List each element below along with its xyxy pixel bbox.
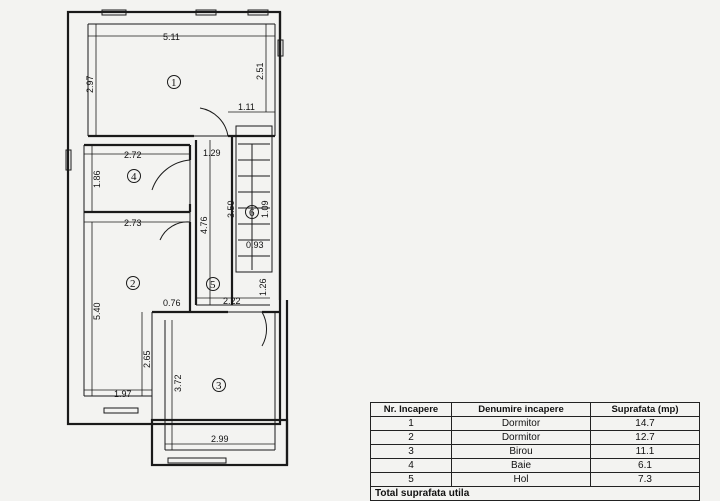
- header-name: Denumire incapere: [451, 402, 591, 417]
- door-room2: [159, 212, 191, 241]
- stair-well: [235, 125, 273, 273]
- dim-186: 1.86: [92, 170, 102, 188]
- window-left: [65, 149, 72, 171]
- cell-nr: 1: [370, 416, 452, 431]
- cell-area: 14.7: [590, 416, 700, 431]
- table-row: 5 Hol 7.3: [370, 472, 700, 487]
- room-4-circle: [127, 169, 141, 183]
- room-1-circle: [167, 75, 181, 89]
- header-area: Suprafata (mp): [590, 402, 700, 417]
- dim-076: 0.76: [163, 298, 181, 308]
- dim-222: 2.22: [223, 296, 241, 306]
- room-label-1: 1: [171, 77, 177, 89]
- dim-476: 4.76: [199, 216, 209, 234]
- cell-nr: 5: [370, 472, 452, 487]
- room-label-6: 6: [249, 207, 255, 219]
- dim-111: 1.11: [238, 102, 255, 112]
- cell-name: Dormitor: [451, 416, 591, 431]
- total-label: Total suprafata utila: [370, 486, 700, 501]
- cell-nr: 2: [370, 430, 452, 445]
- room-label-5: 5: [210, 279, 216, 291]
- dim-511: 5.11: [163, 32, 180, 42]
- dim-273: 2.73: [124, 218, 142, 228]
- table-row: 4 Baie 6.1: [370, 458, 700, 473]
- cell-name: Hol: [451, 472, 591, 487]
- table-row: 2 Dormitor 12.7: [370, 430, 700, 445]
- door-room4: [151, 159, 191, 204]
- dim-129: 1.29: [203, 148, 221, 158]
- dim-109: 1.09: [260, 200, 270, 218]
- room-label-4: 4: [131, 171, 137, 183]
- room-3-circle: [212, 378, 226, 392]
- room-label-2: 2: [130, 278, 136, 290]
- cell-nr: 3: [370, 444, 452, 459]
- cell-area: 12.7: [590, 430, 700, 445]
- table-header-row: Nr. Incapere Denumire incapere Suprafata…: [370, 402, 700, 417]
- cell-area: 6.1: [590, 458, 700, 473]
- window-top-mid: [195, 9, 217, 16]
- cell-nr: 4: [370, 458, 452, 473]
- table-row: 1 Dormitor 14.7: [370, 416, 700, 431]
- cell-name: Baie: [451, 458, 591, 473]
- dim-265: 2.65: [142, 350, 152, 368]
- room-5-circle: [206, 277, 220, 291]
- door-room1: [194, 107, 229, 137]
- window-top-right: [247, 9, 269, 16]
- window-bottom: [167, 457, 227, 464]
- rooms-table: Nr. Incapere Denumire incapere Suprafata…: [370, 402, 700, 501]
- dim-197: 1.97: [114, 389, 132, 399]
- dim-272: 2.72: [124, 150, 142, 160]
- table-total-row: Total suprafata utila: [370, 486, 700, 501]
- header-nr: Nr. Incapere: [370, 402, 452, 417]
- cell-name: Birou: [451, 444, 591, 459]
- cell-area: 11.1: [590, 444, 700, 459]
- dim-299: 2.99: [211, 434, 229, 444]
- dim-126: 1.26: [258, 278, 268, 296]
- dim-540: 5.40: [92, 302, 102, 320]
- dim-251: 2.51: [255, 62, 265, 80]
- window-right: [277, 39, 284, 57]
- dim-372: 3.72: [173, 374, 183, 392]
- room-6-circle: [245, 205, 259, 219]
- cell-area: 7.3: [590, 472, 700, 487]
- window-bottom-left: [103, 407, 139, 414]
- door-room3: [228, 311, 268, 347]
- dim-297: 2.97: [85, 75, 95, 93]
- dim-093: 0.93: [246, 240, 264, 250]
- table-row: 3 Birou 11.1: [370, 444, 700, 459]
- dim-350: 3.50: [226, 200, 236, 218]
- room-label-3: 3: [216, 380, 222, 392]
- stair-treads: [238, 143, 270, 270]
- window-top-left: [101, 9, 127, 16]
- room-2-circle: [126, 276, 140, 290]
- cell-name: Dormitor: [451, 430, 591, 445]
